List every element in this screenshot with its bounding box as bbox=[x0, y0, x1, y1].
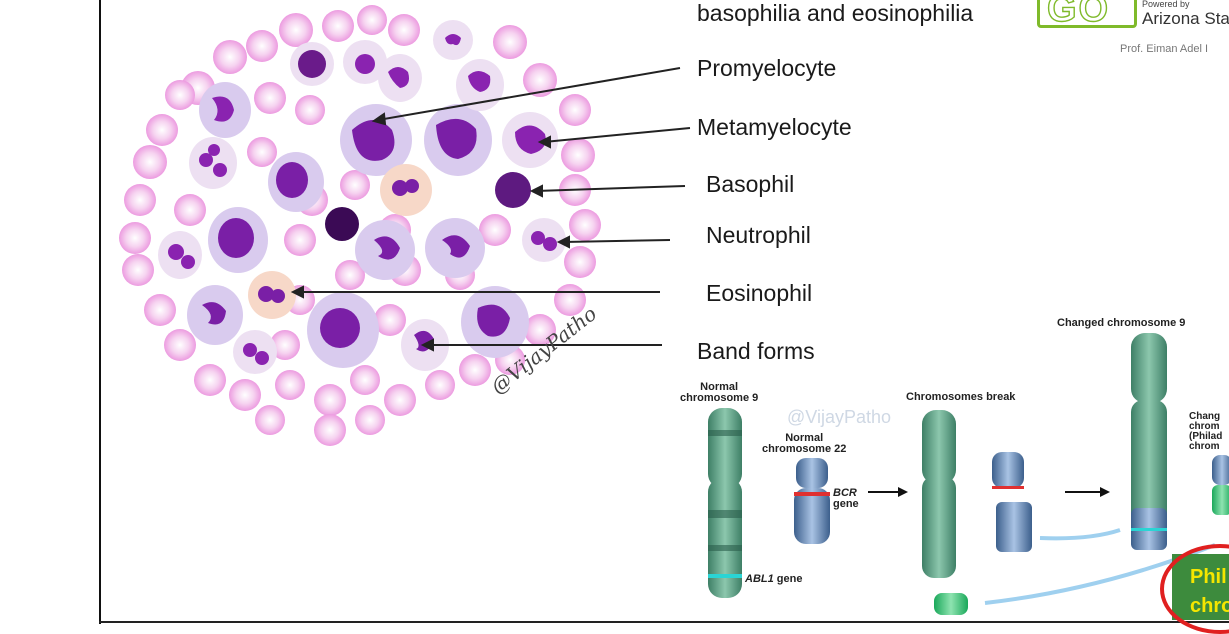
logo-box bbox=[1037, 0, 1137, 28]
label-metamyelocyte: Metamyelocyte bbox=[697, 114, 852, 140]
label-promyelocyte: Promyelocyte bbox=[697, 55, 837, 81]
red-blood-cells bbox=[119, 5, 601, 446]
logo-text: GO bbox=[1046, 0, 1111, 31]
institution-name: Arizona Sta bbox=[1142, 9, 1229, 28]
label-basophil: Basophil bbox=[706, 171, 795, 197]
slide-bottom-border bbox=[99, 621, 1229, 623]
label-neutrophil: Neutrophil bbox=[706, 222, 811, 248]
caption-bcr: BCR bbox=[833, 487, 857, 499]
caption-bcr-gene: gene bbox=[833, 498, 859, 510]
normal-chromosome-9 bbox=[708, 408, 742, 598]
header-partial-text: basophilia and eosinophilia bbox=[697, 0, 974, 26]
label-eosinophil: Eosinophil bbox=[706, 280, 813, 306]
broken-chromosome-22 bbox=[992, 452, 1032, 552]
philadelphia-label-text: Phil chro bbox=[1190, 566, 1229, 617]
changed-chromosome-9 bbox=[1131, 333, 1167, 550]
white-blood-cells bbox=[158, 20, 566, 374]
slide-left-border bbox=[99, 0, 101, 624]
caption-normal-chromosome-22: Normal chromosome 22 bbox=[762, 432, 847, 455]
philadelphia-chromosome-partial bbox=[1212, 455, 1229, 515]
pointer-arrows bbox=[290, 67, 691, 352]
label-band-forms: Band forms bbox=[697, 338, 815, 364]
caption-changed-chromosome-22: Chang chrom (Philad chrom bbox=[1189, 411, 1223, 452]
caption-changed-chromosome-9: Changed chromosome 9 bbox=[1057, 317, 1186, 329]
normal-chromosome-22 bbox=[794, 458, 830, 544]
caption-abl1-gene: ABL1 gene bbox=[745, 573, 803, 585]
powered-by-text: Powered by bbox=[1142, 0, 1190, 9]
caption-chromosomes-break: Chromosomes break bbox=[906, 391, 1016, 403]
credit-text: Prof. Eiman Adel I bbox=[1120, 43, 1209, 55]
caption-normal-chromosome-9: Normal chromosome 9 bbox=[680, 381, 759, 404]
figure-watermark: @VijayPatho bbox=[787, 407, 892, 427]
broken-chromosome-9 bbox=[922, 410, 968, 615]
